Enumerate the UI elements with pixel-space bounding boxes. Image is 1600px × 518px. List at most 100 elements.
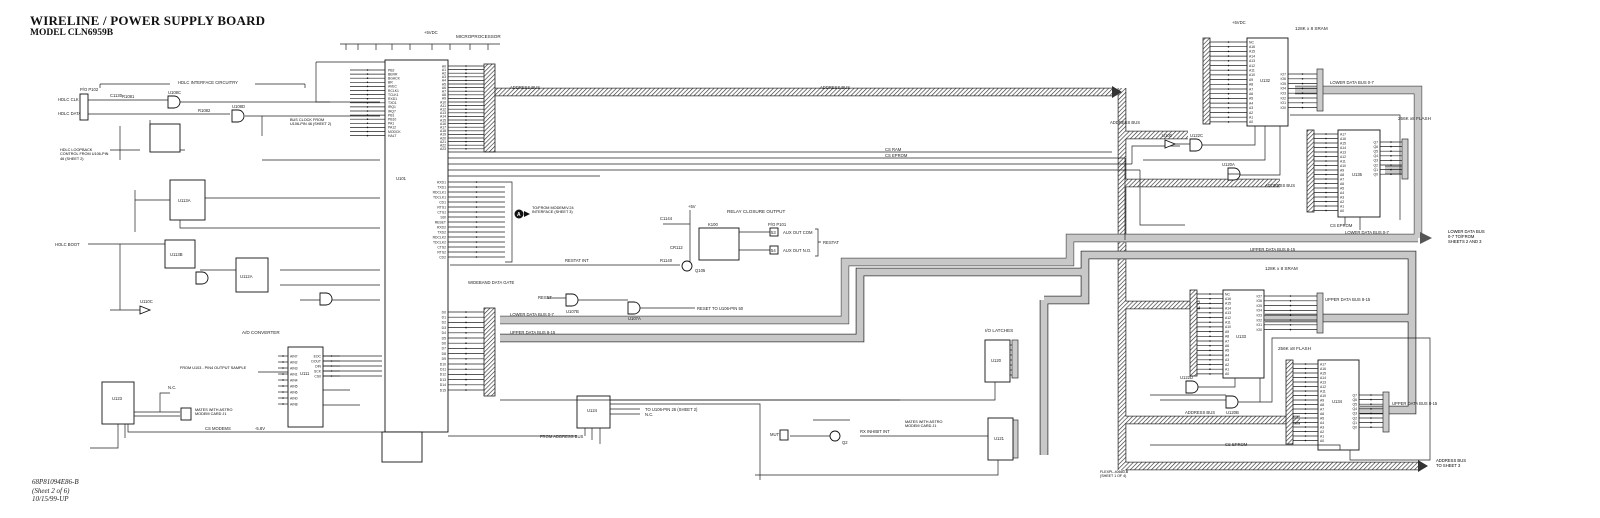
flash-addr-pin-junction: [1325, 155, 1327, 158]
address-pin-junction: [465, 86, 467, 89]
flash-addr-pin-junction: [1304, 403, 1307, 406]
flash-addr-pin-label: A16: [1320, 367, 1326, 371]
flash-addr-pin-junction: [1325, 178, 1327, 180]
adc-pin-label: AIN8: [290, 402, 298, 406]
ic-u113b: [164, 239, 196, 269]
data-pin-junction: [465, 389, 467, 391]
address-bus-label: ADDRESS BUS: [820, 85, 850, 90]
serial-pin-junction: [475, 201, 478, 203]
sram-addr-pin-junction: [1227, 111, 1230, 114]
flash-addr-pin-label: A7: [1320, 407, 1324, 411]
resistor-label: R1082: [198, 108, 211, 113]
data-pin-junction: [465, 316, 467, 319]
flash-addr-pin-label: A2: [1320, 430, 1324, 434]
microprocessor-left-pins: PB2BERRBGACKBRAVECRCLK1TCLK1RXD1TXD1IRQ1…: [350, 68, 401, 138]
serial-pin-label: RESET: [435, 220, 446, 224]
flash-addr-pin-label: A10: [1320, 394, 1326, 398]
mp-left-pin-junction: [366, 102, 369, 104]
mp-left-pin-junction: [366, 130, 369, 133]
mp-left-pin-label: IRQ1: [388, 105, 396, 109]
u124-ref: U124: [587, 408, 598, 413]
flash-u134: [1317, 359, 1360, 451]
mp-left-pin-label: PA12: [388, 126, 396, 130]
flash-data-pin-label: Q1: [1373, 168, 1378, 172]
transistor-ref: Q105: [695, 268, 706, 273]
mp-left-pin-label: RXD1: [388, 97, 397, 101]
serial-pin-label: CTS1: [437, 210, 446, 214]
resistor-label: R1081: [122, 94, 135, 99]
flash-title: 256K x8 FLASH: [1398, 116, 1431, 121]
upper-bus-label-3: UPPER DATA BUS 8-15: [1392, 401, 1438, 406]
mp-left-pin-junction: [366, 106, 369, 108]
sram-data-pin-junction: [1289, 300, 1292, 302]
relay-resistor: R1140: [660, 258, 673, 263]
flash-addr-pin-junction: [1304, 430, 1307, 433]
flash-addr-pin-junction: [1304, 367, 1307, 370]
mp-left-pin-label: RCLK1: [388, 89, 399, 93]
address-bus-arrow: [1418, 460, 1428, 472]
data-pin-label: D0: [442, 310, 446, 314]
sram-addr-pin-junction: [1227, 50, 1230, 53]
flash-title-2: 256K x8 FLASH: [1278, 346, 1311, 351]
address-pin-junction: [465, 83, 467, 85]
u124-to-label: TO U106-PIN 26 (SHEET 2): [645, 407, 698, 412]
address-pin-junction: [465, 65, 467, 67]
upper-bus-label-2: UPPER DATA BUS 8-15: [1325, 297, 1371, 302]
flash-data-pin-junction: [1390, 145, 1392, 148]
data-pin-junction: [465, 373, 467, 376]
sram-addr-pin-junction: [1209, 335, 1211, 338]
flash-addr-pin-junction: [1304, 399, 1307, 401]
gate-label: U108C: [168, 90, 181, 95]
sram-addr-pin-label: A0: [1249, 120, 1253, 124]
sram-u132-address-pins: NCA16A15A14A13A12A11A10A9A8A7A6A5A4A3A2A…: [1210, 40, 1255, 124]
flash-addr-pin-junction: [1325, 151, 1327, 153]
sram-addr-pin-label: A2: [1249, 111, 1253, 115]
sram-addr-pin-label: A16: [1225, 297, 1231, 301]
loopback-text: HDLC LOOPBACK CONTROL FROM U106-PIN 46 (…: [60, 148, 109, 161]
sram-addr-pin-junction: [1209, 368, 1211, 371]
relay-connector: P/O P101: [768, 222, 787, 227]
address-pin-junction: [465, 130, 467, 132]
pin-com: 53: [771, 230, 776, 235]
sram-addr-pin-junction: [1227, 55, 1230, 57]
mp-left-pin-label: IRQ7: [388, 109, 396, 113]
adc-pin-junction: [282, 361, 284, 363]
serial-pin-junction: [475, 236, 478, 238]
v24-note: TO/FROM MODEM/V.24 INTERFACE (SHEET 3): [532, 206, 574, 214]
sram-addr-pin-junction: [1209, 330, 1211, 333]
flash-addr-pin-junction: [1304, 381, 1307, 383]
address-pin-junction: [465, 68, 467, 71]
address-pin-junction: [465, 97, 467, 100]
flash-addr-pin-label: A1: [1320, 434, 1324, 438]
data-pin-label: D3: [442, 326, 446, 330]
flash-addr-pin-label: A12: [1340, 155, 1346, 159]
data-pin-junction: [465, 342, 467, 345]
flash-addr-pin-junction: [1304, 363, 1307, 365]
data-pin-label: D14: [440, 383, 446, 387]
offsheet-link-letter: A: [517, 212, 521, 218]
flash-u134-address-pins: A17A16A15A14A13A12A11A10A9A8A7A6A5A4A3A2…: [1293, 362, 1326, 443]
serial-pin-label: RTS2: [437, 250, 446, 254]
flash-data-pin-label: Q4: [1373, 154, 1378, 158]
adc-pin-label: AIN3: [290, 366, 298, 370]
data-pin-label: D13: [440, 378, 446, 382]
address-pin-label: A12: [440, 108, 446, 112]
modem-connector: [180, 407, 192, 421]
flash-data-pin-label: Q2: [1373, 163, 1378, 167]
sram2-address-connector: [1189, 289, 1198, 377]
serial-pin-label: RTS1: [437, 205, 446, 209]
sram-addr-pin-label: A14: [1249, 54, 1255, 58]
io-latches: I/O LATCHES U120 U121 MUTE Q2 RX INHIBIT…: [500, 328, 1128, 478]
sram-data-pin-label: IO2: [1281, 96, 1287, 100]
gate-label: U107B: [566, 309, 579, 314]
serial-pin-label: TDCLK1: [433, 195, 446, 199]
sram-addr-pin-label: A2: [1225, 363, 1229, 367]
mp-left-pin-junction: [366, 122, 369, 125]
serial-pin-label: RDCLK2: [433, 235, 446, 239]
modem-mates-text: MATES WITH ASTRO MODEM CARD J1: [195, 408, 233, 417]
mp-left-pin-junction: [366, 73, 369, 75]
sram-addr-pin-junction: [1209, 349, 1211, 352]
serial-pin-label: TXD1: [437, 185, 446, 189]
sram-addr-pin-label: A15: [1225, 302, 1231, 306]
